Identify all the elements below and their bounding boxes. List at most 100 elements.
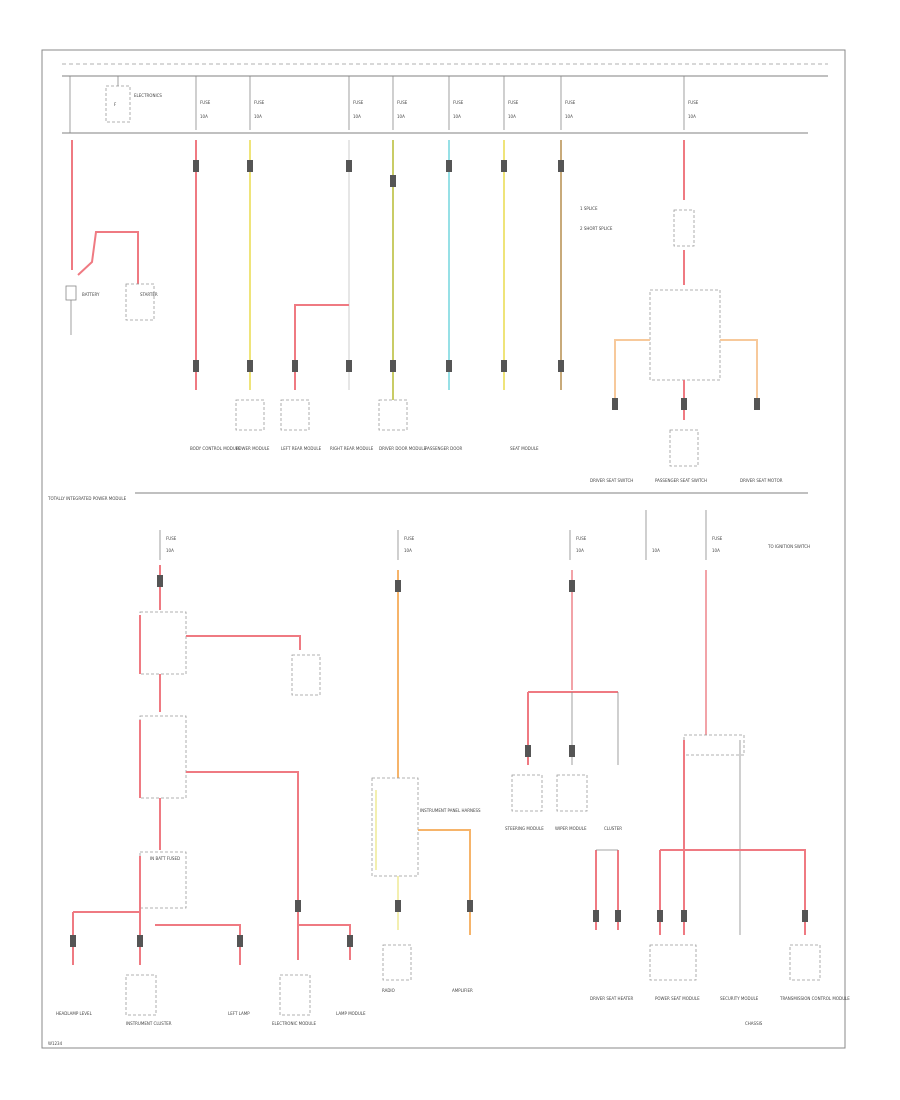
- fuse-8: FUSE 10A: [683, 76, 699, 130]
- instrument-cluster-box: [125, 974, 157, 1016]
- starter-label: STARTER: [140, 292, 158, 297]
- top-connectors: [193, 160, 564, 372]
- fuse-5: FUSE 10A: [448, 76, 464, 130]
- bottom-label-5: RADIO: [382, 988, 395, 993]
- bottom-fuse-2: FUSE 10A: [397, 530, 415, 560]
- diagram-frame: [41, 49, 846, 1049]
- relay-box-2: [139, 715, 187, 799]
- radio-circuit: INSTRUMENT PANEL HARNESS: [371, 570, 481, 981]
- svg-text:FUSE: FUSE: [576, 536, 587, 541]
- svg-text:FUSE: FUSE: [508, 100, 519, 105]
- svg-text:FUSE: FUSE: [200, 100, 211, 105]
- dash-note: INSTRUMENT PANEL HARNESS: [420, 808, 481, 813]
- steering-module-box: [511, 774, 543, 812]
- left-bottom-chain: IN BATT FUSED: [72, 565, 351, 1016]
- radio-box: [382, 944, 412, 981]
- svg-text:10A: 10A: [565, 114, 573, 119]
- seat-heater-circuit: [649, 570, 821, 981]
- bottom-label-11: POWER SEAT MODULE: [655, 996, 700, 1001]
- svg-text:FUSE: FUSE: [397, 100, 408, 105]
- svg-text:FUSE: FUSE: [404, 536, 415, 541]
- svg-text:FUSE: FUSE: [565, 100, 576, 105]
- top-label-3: RIGHT REAR MODULE: [330, 446, 374, 451]
- top-label-2: LEFT REAR MODULE: [281, 446, 322, 451]
- bottom-label-9: CLUSTER: [604, 826, 622, 831]
- seat-relay-box: [673, 209, 695, 247]
- relay-note-1: 2 SHORT SPLICE: [580, 226, 613, 231]
- starter-box: [125, 283, 155, 321]
- top-label-7: DRIVER SEAT SWITCH: [590, 478, 633, 483]
- fuse-4: FUSE 10A: [392, 76, 408, 130]
- svg-text:10A: 10A: [712, 548, 720, 553]
- top-label-8: PASSENGER SEAT SWITCH: [655, 478, 707, 483]
- top-label-0: BODY CONTROL MODULE: [190, 446, 241, 451]
- svg-text:10A: 10A: [166, 548, 174, 553]
- power-seat-box: [649, 944, 697, 981]
- bottom-fuse-1: FUSE 10A: [159, 530, 177, 560]
- fuse-7: FUSE 10A: [560, 76, 576, 130]
- top-modules: [235, 399, 408, 431]
- bottom-label-1: INSTRUMENT CLUSTER: [126, 1021, 172, 1026]
- bottom-label-12: SECURITY MODULE: [720, 996, 759, 1001]
- bottom-fuse-4: 10A: [645, 510, 660, 560]
- circuit-red-branch: [294, 304, 349, 390]
- svg-text:FUSE: FUSE: [166, 536, 177, 541]
- right-note: TO IGNITION SWITCH: [767, 544, 810, 549]
- bottom-fuse-5: FUSE 10A: [705, 510, 723, 560]
- svg-text:10A: 10A: [576, 548, 584, 553]
- svg-text:10A: 10A: [453, 114, 461, 119]
- electronics-fuse-box: [105, 85, 131, 123]
- top-label-4: DRIVER DOOR MODULE: [379, 446, 427, 451]
- top-label-1: POWER MODULE: [236, 446, 270, 451]
- bottom-fuse-3: FUSE 10A: [569, 530, 587, 560]
- battery-label: BATTERY: [82, 292, 100, 297]
- bottom-label-3: ELECTRONIC MODULE: [272, 1021, 317, 1026]
- left-note: TOTALLY INTEGRATED POWER MODULE: [47, 496, 127, 501]
- electronics-fuse-letter: F: [114, 102, 117, 107]
- svg-text:FUSE: FUSE: [453, 100, 464, 105]
- electronic-module-box: [279, 974, 311, 1016]
- svg-text:FUSE: FUSE: [353, 100, 364, 105]
- fuse-1: FUSE 10A: [195, 76, 211, 130]
- relay-note-0: 1 SPLICE: [580, 206, 598, 211]
- svg-text:FUSE: FUSE: [254, 100, 265, 105]
- page-ref: W1234: [48, 1041, 63, 1046]
- bottom-label-13: TRANSMISSION CONTROL MODULE: [779, 996, 850, 1001]
- passenger-seat-box: [669, 429, 699, 467]
- svg-text:10A: 10A: [397, 114, 405, 119]
- bottom-label-4: LAMP MODULE: [336, 1011, 366, 1016]
- svg-text:10A: 10A: [353, 114, 361, 119]
- svg-text:10A: 10A: [200, 114, 208, 119]
- bottom-label-10: DRIVER SEAT HEATER: [590, 996, 633, 1001]
- svg-text:10A: 10A: [508, 114, 516, 119]
- fuse-6: FUSE 10A: [503, 76, 519, 130]
- svg-text:10A: 10A: [652, 548, 660, 553]
- seat-relay-circuit: 1 SPLICE 2 SHORT SPLICE: [580, 140, 760, 467]
- top-label-6: SEAT MODULE: [510, 446, 539, 451]
- battery-circuit: BATTERY STARTER: [65, 76, 158, 335]
- top-label-5: PASSENGER DOOR: [425, 446, 463, 451]
- bottom-fuse-row: FUSE 10A FUSE 10A FUSE 10A 10A FUSE 10A: [159, 510, 723, 560]
- bottom-label-7: STEERING MODULE: [505, 826, 544, 831]
- footer-label: CHASSIS: [745, 1021, 763, 1026]
- top-label-9: DRIVER SEAT MOTOR: [740, 478, 783, 483]
- bottom-label-8: WIPER MODULE: [555, 826, 587, 831]
- fuse-3: FUSE 10A: [348, 76, 364, 130]
- wiper-module-box: [556, 774, 588, 812]
- mid-note: IN BATT FUSED: [150, 856, 180, 861]
- radio-relay-box: [371, 777, 419, 877]
- electronic-module-top: [291, 654, 321, 696]
- bottom-label-6: AMPLIFIER: [452, 988, 473, 993]
- svg-text:FUSE: FUSE: [712, 536, 723, 541]
- relay-box-1: [139, 611, 187, 675]
- svg-text:10A: 10A: [404, 548, 412, 553]
- transmission-module-box: [789, 944, 821, 981]
- bottom-label-0: HEADLAMP LEVEL: [56, 1011, 93, 1016]
- svg-text:10A: 10A: [688, 114, 696, 119]
- electronics-label: ELECTRONICS: [134, 93, 162, 98]
- svg-text:FUSE: FUSE: [688, 100, 699, 105]
- bottom-label-2: LEFT LAMP: [228, 1011, 250, 1016]
